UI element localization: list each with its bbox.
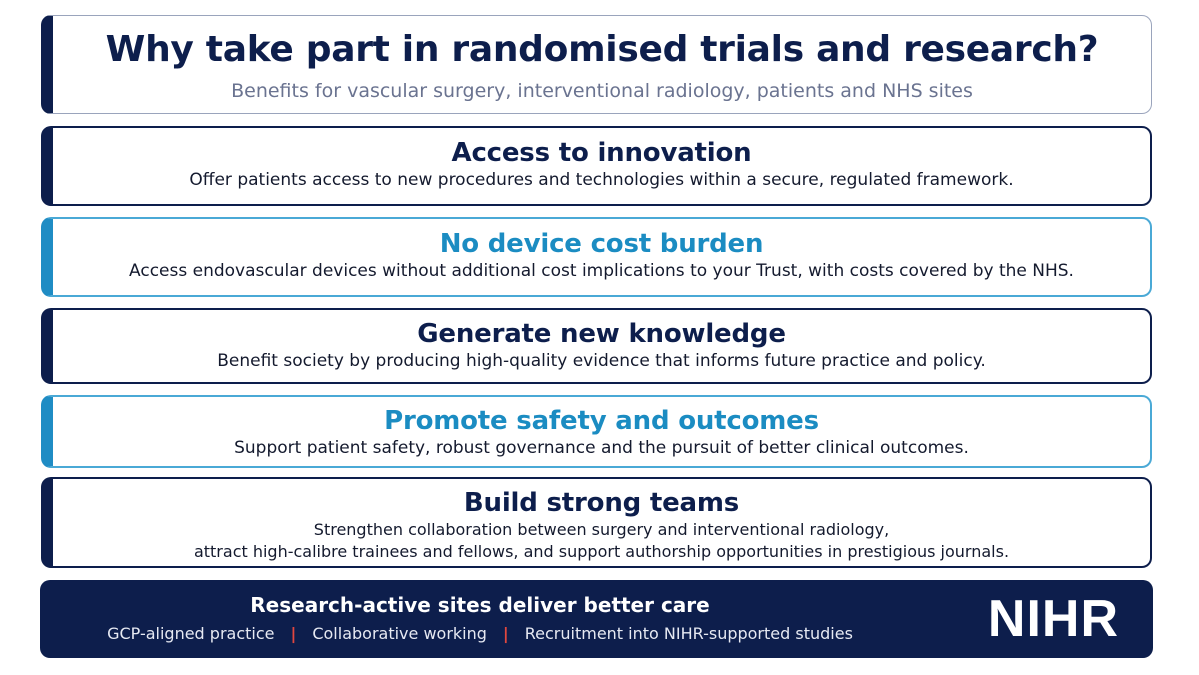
footer-item: Collaborative working — [312, 624, 487, 643]
page-title: Why take part in randomised trials and r… — [105, 29, 1099, 70]
benefit-card-access-to-innovation: Access to innovation Offer patients acce… — [41, 126, 1152, 206]
page-subtitle: Benefits for vascular surgery, intervent… — [231, 80, 973, 102]
footer-separator: | — [290, 624, 297, 643]
benefit-card-promote-safety-and-outcomes: Promote safety and outcomes Support pati… — [41, 395, 1152, 468]
benefit-description: Benefit society by producing high-qualit… — [217, 351, 986, 371]
header-card: Why take part in randomised trials and r… — [41, 15, 1152, 114]
benefit-title: Promote safety and outcomes — [384, 406, 819, 436]
benefit-title: Build strong teams — [463, 488, 740, 518]
benefit-title: Generate new knowledge — [417, 319, 786, 349]
footer-separator: | — [502, 624, 509, 643]
benefit-description-line: Strengthen collaboration between surgery… — [313, 520, 890, 539]
footer-item: GCP-aligned practice — [107, 624, 275, 643]
benefit-card-build-strong-teams: Build strong teams Strengthen collaborat… — [41, 477, 1152, 568]
benefit-description: Support patient safety, robust governanc… — [234, 438, 969, 458]
benefit-description-line: attract high-calibre trainees and fellow… — [193, 542, 1010, 561]
footer-banner: Research-active sites deliver better car… — [40, 580, 1153, 658]
footer-items: GCP-aligned practice | Collaborative worki… — [40, 623, 920, 645]
benefit-title: No device cost burden — [439, 229, 764, 259]
benefit-description: Offer patients access to new procedures … — [189, 170, 1014, 190]
footer-item: Recruitment into NIHR-supported studies — [524, 624, 853, 643]
footer-title: Research-active sites deliver better car… — [250, 593, 710, 617]
benefit-description: Access endovascular devices without addi… — [129, 261, 1074, 281]
benefit-title: Access to innovation — [451, 138, 752, 168]
benefit-card-generate-new-knowledge: Generate new knowledge Benefit society b… — [41, 308, 1152, 384]
nihr-logo: NIHR — [987, 590, 1119, 648]
benefit-card-no-device-cost-burden: No device cost burden Access endovascula… — [41, 217, 1152, 297]
